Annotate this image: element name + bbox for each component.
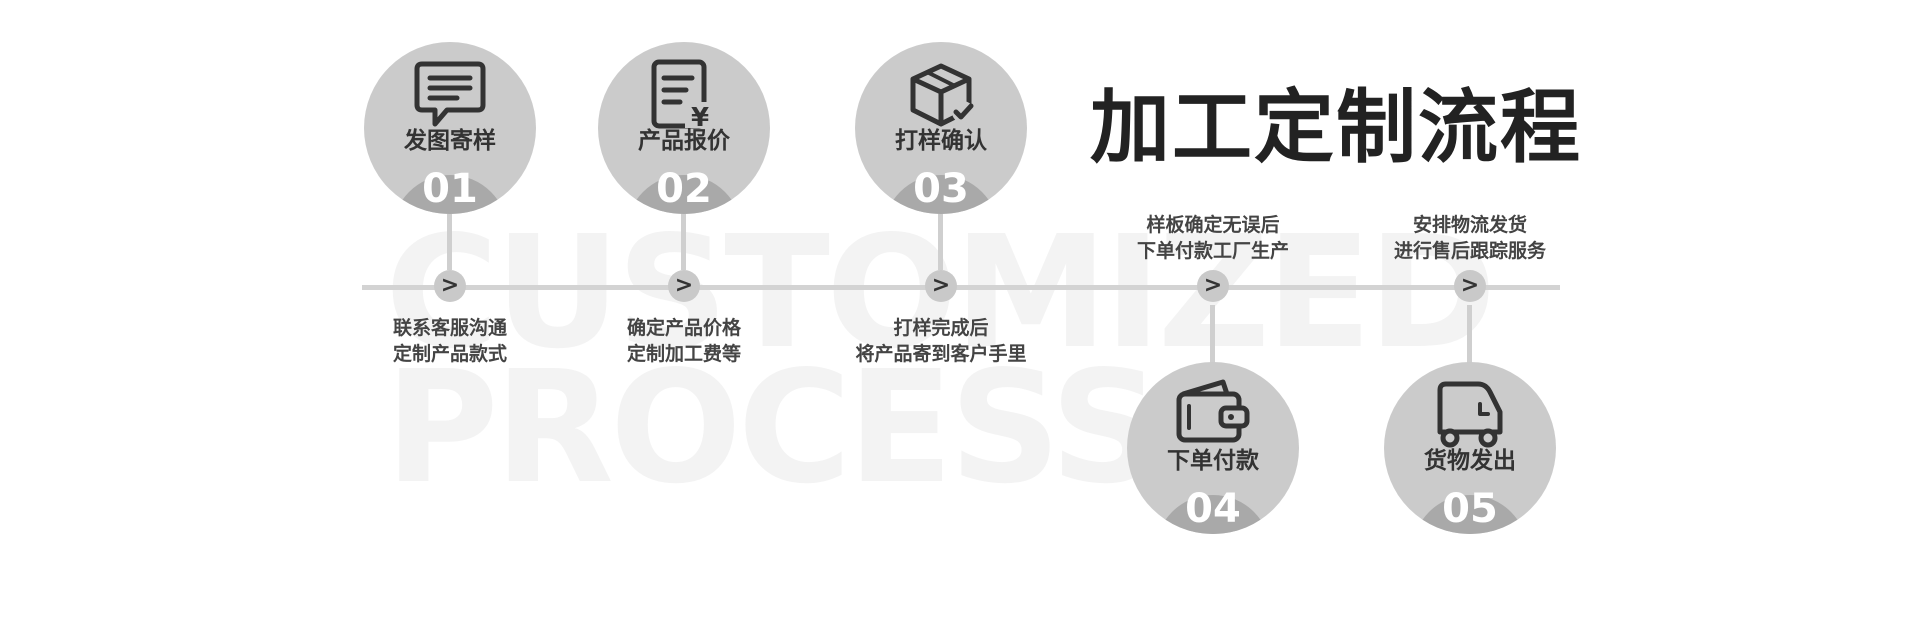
description-line: 下单付款工厂生产 [1136, 240, 1289, 262]
step-label: 打样确认 [895, 128, 987, 154]
description-line: 打样完成后 [893, 317, 989, 339]
watermark-text-line2: PROCESS [385, 337, 1162, 518]
step-number: 02 [656, 166, 712, 212]
page-title: 加工定制流程 [1090, 81, 1582, 174]
wallet-icon [1176, 379, 1250, 443]
step-description-5: 安排物流发货 进行售后跟踪服务 [1310, 212, 1630, 264]
timeline-line [362, 285, 1560, 290]
step-label: 下单付款 [1167, 448, 1259, 474]
connector-line [1210, 305, 1215, 365]
step-label: 产品报价 [638, 128, 730, 154]
svg-text:¥: ¥ [691, 103, 709, 130]
arrow-node-3: > [925, 270, 957, 302]
step-number: 01 [422, 166, 478, 212]
description-line: 定制加工费等 [626, 343, 741, 365]
arrow-node-5: > [1454, 270, 1486, 302]
connector-line [447, 200, 452, 270]
step-description-3: 打样完成后 将产品寄到客户手里 [781, 315, 1101, 367]
step-description-1: 联系客服沟通 定制产品款式 [290, 315, 610, 367]
message-icon [414, 61, 486, 127]
quote-document-icon: ¥ [651, 59, 715, 130]
description-line: 样板确定无误后 [1146, 214, 1280, 236]
description-line: 安排物流发货 [1412, 214, 1527, 236]
step-description-4: 样板确定无误后 下单付款工厂生产 [1053, 212, 1373, 264]
step-circle-2: ¥ 产品报价 02 [598, 42, 770, 214]
step-number: 03 [913, 166, 969, 212]
step-circle-5: 货物发出 05 [1384, 362, 1556, 534]
arrow-node-2: > [668, 270, 700, 302]
description-line: 联系客服沟通 [392, 317, 507, 339]
connector-line [681, 200, 686, 270]
description-line: 定制产品款式 [392, 343, 507, 365]
description-line: 进行售后跟踪服务 [1393, 240, 1546, 262]
description-line: 将产品寄到客户手里 [855, 343, 1027, 365]
step-circle-1: 发图寄样 01 [364, 42, 536, 214]
step-number: 05 [1442, 486, 1498, 532]
connector-line [1467, 305, 1472, 365]
box-check-icon [910, 63, 974, 127]
step-circle-4: 下单付款 04 [1127, 362, 1299, 534]
step-label: 发图寄样 [404, 128, 496, 154]
connector-line [938, 200, 943, 270]
arrow-node-4: > [1197, 270, 1229, 302]
step-number: 04 [1185, 486, 1241, 532]
step-description-2: 确定产品价格 定制加工费等 [524, 315, 844, 367]
step-circle-3: 打样确认 03 [855, 42, 1027, 214]
step-label: 货物发出 [1424, 448, 1516, 474]
arrow-node-1: > [434, 270, 466, 302]
truck-icon [1437, 381, 1503, 448]
description-line: 确定产品价格 [626, 317, 741, 339]
